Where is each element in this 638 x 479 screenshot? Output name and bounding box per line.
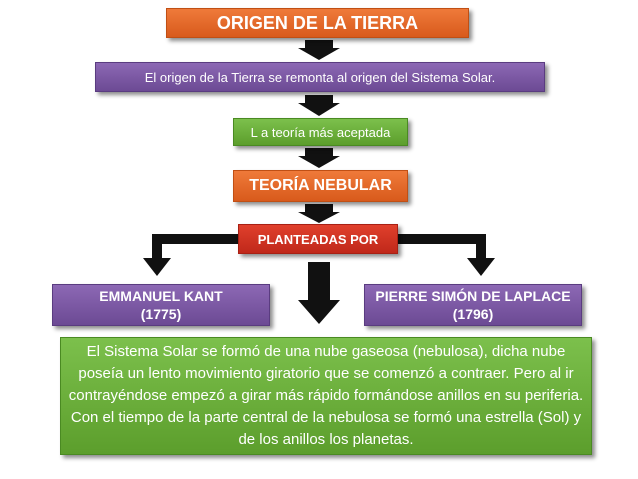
theory-intro-text: L a teoría más aceptada xyxy=(250,124,391,140)
arrow-intro-to-theory-intro xyxy=(298,95,340,116)
intro-box: El origen de la Tierra se remonta al ori… xyxy=(95,62,545,92)
kant-box: EMMANUEL KANT (1775) xyxy=(52,284,270,326)
laplace-year: (1796) xyxy=(452,306,494,322)
laplace-name: PIERRE SIMÓN DE LAPLACE xyxy=(375,288,571,304)
arrow-planteadas-to-laplace xyxy=(398,234,495,276)
kant-name: EMMANUEL KANT xyxy=(99,288,223,304)
arrow-planteadas-to-kant xyxy=(143,234,238,276)
theory-text: TEORÍA NEBULAR xyxy=(249,177,392,194)
planteadas-box: PLANTEADAS POR xyxy=(238,224,398,254)
arrow-theory-to-planteadas xyxy=(298,204,340,223)
theory-intro-box: L a teoría más aceptada xyxy=(233,118,408,146)
diagram-title: ORIGEN DE LA TIERRA xyxy=(166,8,469,38)
arrow-title-to-intro xyxy=(298,40,340,60)
laplace-box: PIERRE SIMÓN DE LAPLACE (1796) xyxy=(364,284,582,326)
explanation-text: El Sistema Solar se formó de una nube ga… xyxy=(68,343,584,448)
arrow-planteadas-to-explanation xyxy=(298,262,340,324)
intro-text: El origen de la Tierra se remonta al ori… xyxy=(144,69,496,85)
kant-year: (1775) xyxy=(140,306,182,322)
planteadas-text: PLANTEADAS POR xyxy=(257,231,379,247)
theory-box: TEORÍA NEBULAR xyxy=(233,170,408,202)
diagram-title-text: ORIGEN DE LA TIERRA xyxy=(216,12,419,33)
arrow-theory-intro-to-theory xyxy=(298,148,340,168)
explanation-box: El Sistema Solar se formó de una nube ga… xyxy=(60,337,592,455)
